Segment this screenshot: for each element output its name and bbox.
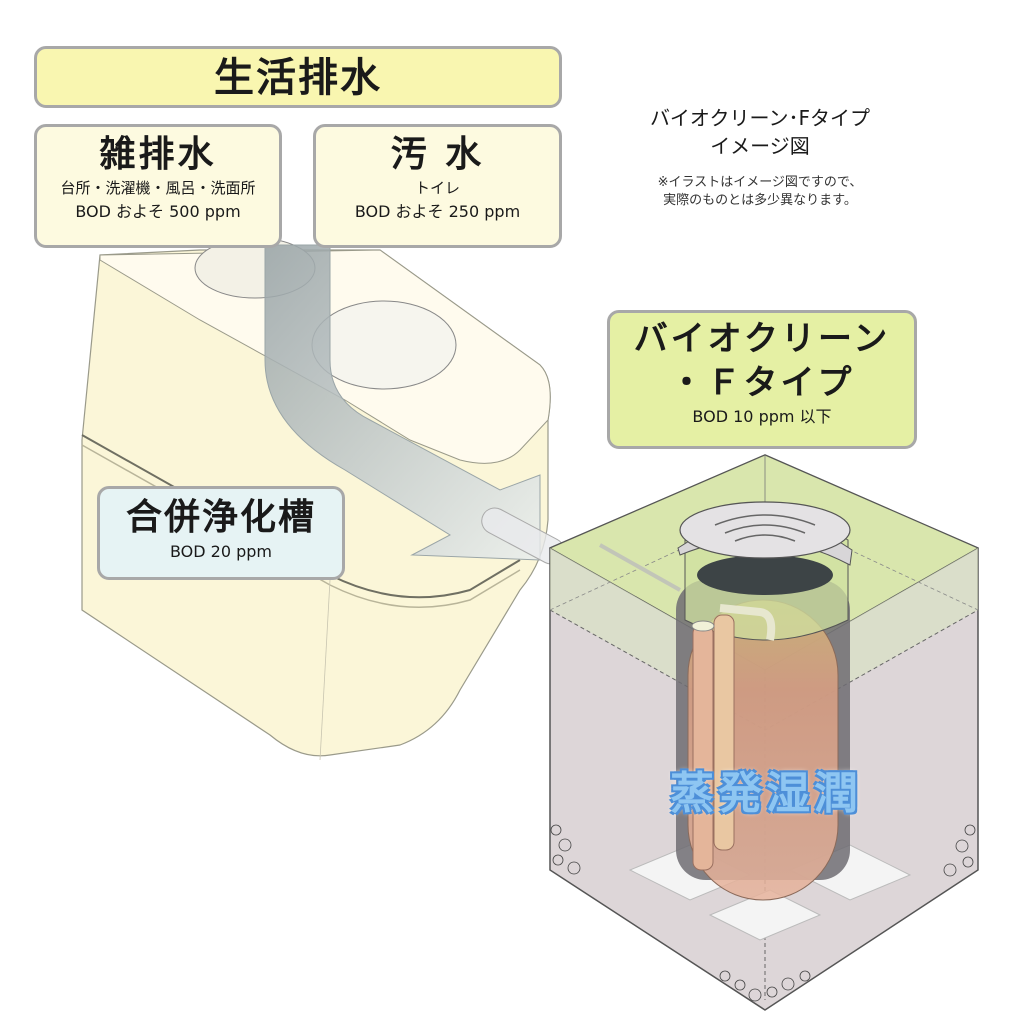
septic-tank-bod: BOD 20 ppm bbox=[169, 542, 273, 561]
gray-water-sources: 台所・洗濯機・風呂・洗面所 bbox=[60, 179, 256, 197]
header-title: 生活排水 bbox=[214, 55, 382, 101]
bioclean-title-line2: ・Ｆタイプ bbox=[669, 363, 855, 403]
black-water-sources: トイレ bbox=[414, 179, 460, 197]
caption-title-line2: イメージ図 bbox=[710, 134, 810, 158]
caption-note-line2: 実際のものとは多少異なります。 bbox=[663, 193, 857, 208]
bioclean-label: バイオクリーン ・Ｆタイプ BOD 10 ppm 以下 bbox=[607, 310, 917, 449]
bioclean-bod: BOD 10 ppm 以下 bbox=[692, 407, 832, 426]
domestic-wastewater-header: 生活排水 bbox=[34, 46, 562, 108]
gray-water-title: 雑排水 bbox=[99, 134, 217, 175]
gray-water-box: 雑排水 台所・洗濯機・風呂・洗面所 BOD およそ 500 ppm bbox=[34, 124, 282, 248]
caption-note-line1: ※イラストはイメージ図ですので、 bbox=[657, 175, 863, 190]
image-caption: バイオクリーン･Fタイプ イメージ図 ※イラストはイメージ図ですので、 実際のも… bbox=[610, 104, 910, 210]
evaporation-infiltration-label: 蒸発湿潤 bbox=[670, 768, 862, 819]
septic-tank-label: 合併浄化槽 BOD 20 ppm bbox=[97, 486, 345, 580]
septic-tank-title: 合併浄化槽 bbox=[125, 497, 316, 538]
black-water-box: 汚 水 トイレ BOD およそ 250 ppm bbox=[313, 124, 562, 248]
black-water-bod: BOD およそ 250 ppm bbox=[354, 202, 521, 221]
bioclean-illustration bbox=[548, 454, 980, 1011]
flow-arrow-icon bbox=[264, 244, 565, 565]
caption-title-line1: バイオクリーン･Fタイプ bbox=[649, 106, 871, 130]
bioclean-title-line1: バイオクリーン bbox=[633, 319, 891, 359]
gray-water-bod: BOD およそ 500 ppm bbox=[75, 202, 241, 221]
black-water-title: 汚 水 bbox=[390, 134, 485, 175]
